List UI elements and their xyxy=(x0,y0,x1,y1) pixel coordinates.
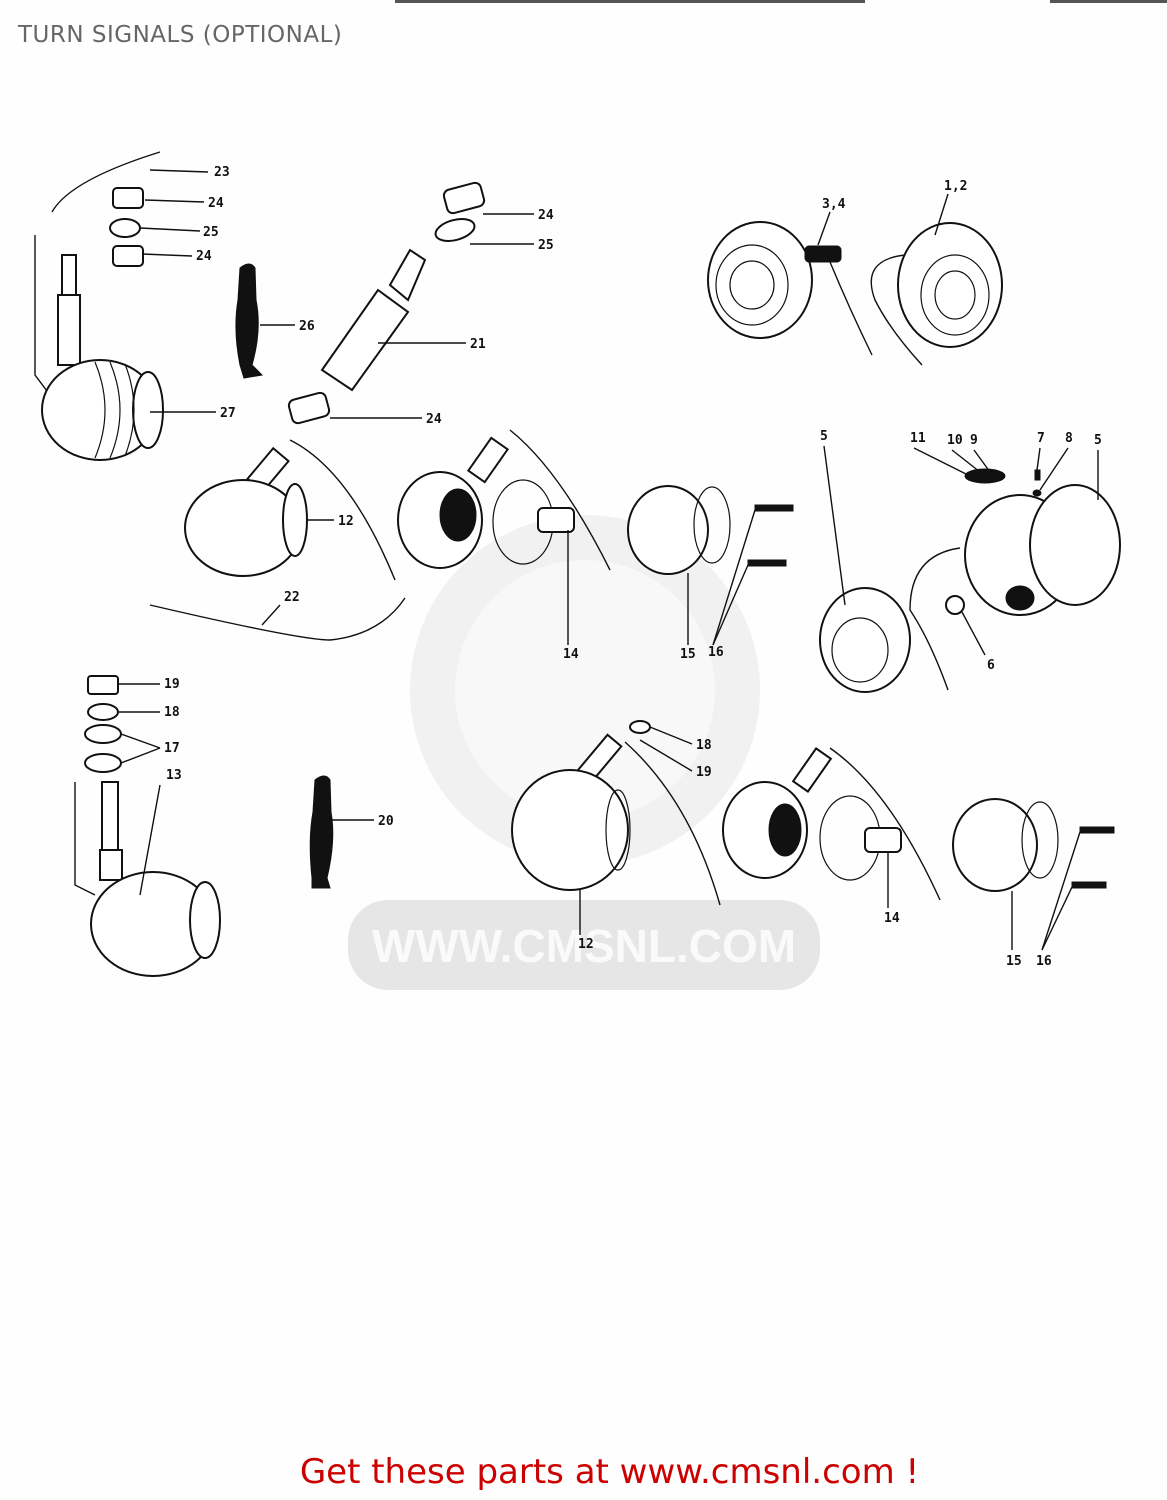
nut-24-upper xyxy=(442,181,486,215)
callout-12: 12 xyxy=(338,514,354,529)
callout-5: 5 xyxy=(1094,433,1102,448)
callout-16: 16 xyxy=(1036,954,1052,969)
lamp-1-2 xyxy=(870,222,1003,366)
callout-16: 16 xyxy=(708,645,724,660)
callout-14: 14 xyxy=(563,647,579,662)
lamp-12-upper xyxy=(184,439,396,581)
callout-9: 9 xyxy=(970,433,978,448)
nut-stack-left xyxy=(109,187,144,267)
turn-signal-left-upper xyxy=(34,235,164,461)
callout-8: 8 xyxy=(1065,431,1073,446)
washer-25 xyxy=(434,218,476,242)
lamp-12-lower xyxy=(511,720,721,906)
callout-1-2: 1,2 xyxy=(944,179,967,194)
callout-24: 24 xyxy=(426,412,442,427)
wire-22 xyxy=(149,597,406,641)
callout-6: 6 xyxy=(987,658,995,673)
callout-15: 15 xyxy=(1006,954,1022,969)
callout-22: 22 xyxy=(284,590,300,605)
nut-24-lower xyxy=(287,391,331,425)
footer-cta[interactable]: Get these parts at www.cmsnl.com ! xyxy=(0,1452,1167,1492)
footer-cta-text[interactable]: Get these parts at www.cmsnl.com ! xyxy=(299,1452,920,1492)
lamp-housing-lower xyxy=(722,747,941,901)
leader-lines xyxy=(118,169,1099,951)
page-title: TURN SIGNALS (OPTIONAL) xyxy=(18,22,343,48)
screw-16-d xyxy=(1071,881,1107,889)
callout-18: 18 xyxy=(164,705,180,720)
callout-labels: 23 24 25 24 26 27 24 25 21 24 3,4 1,2 12… xyxy=(164,165,1102,969)
callout-24: 24 xyxy=(538,208,554,223)
callout-25: 25 xyxy=(538,238,554,253)
callout-7: 7 xyxy=(1037,431,1045,446)
screw-16-a xyxy=(754,504,794,512)
bulb-14-upper xyxy=(537,507,575,533)
callout-23: 23 xyxy=(214,165,230,180)
wire-23 xyxy=(51,151,161,213)
callout-14: 14 xyxy=(884,911,900,926)
lamp-housing-middle xyxy=(397,429,611,571)
callout-10: 10 xyxy=(947,433,963,448)
callout-25: 25 xyxy=(203,225,219,240)
callout-26: 26 xyxy=(299,319,315,334)
top-border-bar-right xyxy=(1050,0,1167,3)
callout-27: 27 xyxy=(220,406,236,421)
callout-3-4: 3,4 xyxy=(822,197,846,212)
watermark-logo: WWW.CMSNL.COM xyxy=(348,515,820,990)
callout-11: 11 xyxy=(910,431,926,446)
callout-24: 24 xyxy=(208,196,224,211)
screw-16-b xyxy=(747,559,787,567)
grommet-26 xyxy=(235,263,264,379)
watermark-text: WWW.CMSNL.COM xyxy=(372,920,796,972)
turn-signal-left-lower xyxy=(74,675,221,977)
callout-12: 12 xyxy=(578,937,594,952)
bulb-14-lower xyxy=(864,827,902,853)
parts-diagram: WWW.CMSNL.COM xyxy=(34,151,1121,990)
callout-19: 19 xyxy=(696,765,712,780)
callout-24: 24 xyxy=(196,249,212,264)
lamp-5-assembly xyxy=(819,468,1121,693)
top-border-bar xyxy=(395,0,865,3)
callout-20: 20 xyxy=(378,814,394,829)
lens-15-upper xyxy=(627,485,731,575)
callout-17: 17 xyxy=(164,741,180,756)
screw-16-c xyxy=(1079,826,1115,834)
callout-5: 5 xyxy=(820,429,828,444)
lens-15-lower xyxy=(952,798,1059,892)
callout-19: 19 xyxy=(164,677,180,692)
callout-21: 21 xyxy=(470,337,486,352)
lamp-3-4 xyxy=(707,221,873,356)
stalk-21 xyxy=(320,248,427,392)
callout-15: 15 xyxy=(680,647,696,662)
callout-18: 18 xyxy=(696,738,712,753)
callout-13: 13 xyxy=(166,768,182,783)
grommet-20 xyxy=(309,775,334,889)
